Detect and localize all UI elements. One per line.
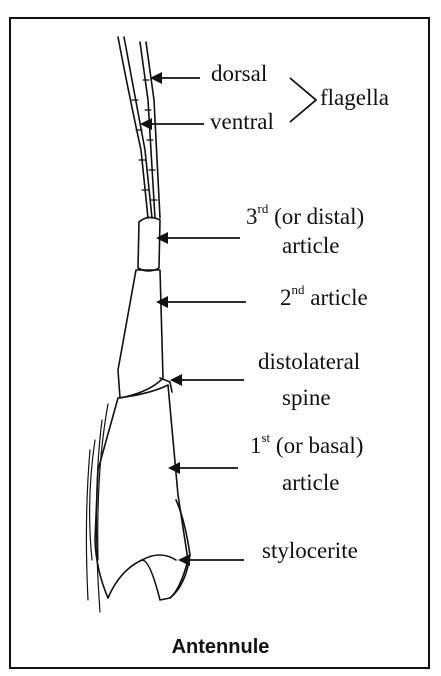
label-flagella: flagella xyxy=(320,86,389,109)
label-stylocerite: stylocerite xyxy=(262,539,358,562)
label-spine-line1: distolateral xyxy=(258,350,360,373)
label-third-article: 3rd (or distal) xyxy=(246,205,364,228)
label-third-article-line2: article xyxy=(282,234,339,257)
arrow-ventral xyxy=(140,118,204,130)
third-main: 3 xyxy=(246,204,258,229)
second-rest: article xyxy=(305,285,368,310)
first-main: 1 xyxy=(250,433,262,458)
label-first-article: 1st (or basal) xyxy=(250,434,363,457)
label-second-article: 2nd article xyxy=(280,286,368,309)
arrow-third-article xyxy=(156,232,240,244)
second-article-drawing xyxy=(118,270,163,398)
second-sup: nd xyxy=(292,282,305,297)
arrow-dorsal xyxy=(150,72,200,84)
first-sup: st xyxy=(262,430,271,445)
second-main: 2 xyxy=(280,285,292,310)
first-article-drawing xyxy=(95,385,188,600)
first-rest: (or basal) xyxy=(270,433,363,458)
flagella-drawing xyxy=(118,37,160,218)
arrow-first-article xyxy=(168,462,238,474)
label-dorsal: dorsal xyxy=(211,62,267,85)
setae-drawing xyxy=(86,404,108,612)
label-spine-line2: spine xyxy=(282,386,331,409)
third-sup: rd xyxy=(258,201,269,216)
flagella-bracket xyxy=(290,78,316,122)
arrow-second-article xyxy=(156,296,246,308)
label-first-article-line2: article xyxy=(282,471,339,494)
label-ventral: ventral xyxy=(210,110,274,133)
arrow-stylocerite xyxy=(178,554,244,566)
arrow-distolateral-spine xyxy=(170,374,244,386)
third-article-drawing xyxy=(138,217,160,271)
figure-caption: Antennule xyxy=(0,636,441,659)
third-rest: (or distal) xyxy=(268,204,364,229)
stylocerite-drawing xyxy=(142,500,190,598)
